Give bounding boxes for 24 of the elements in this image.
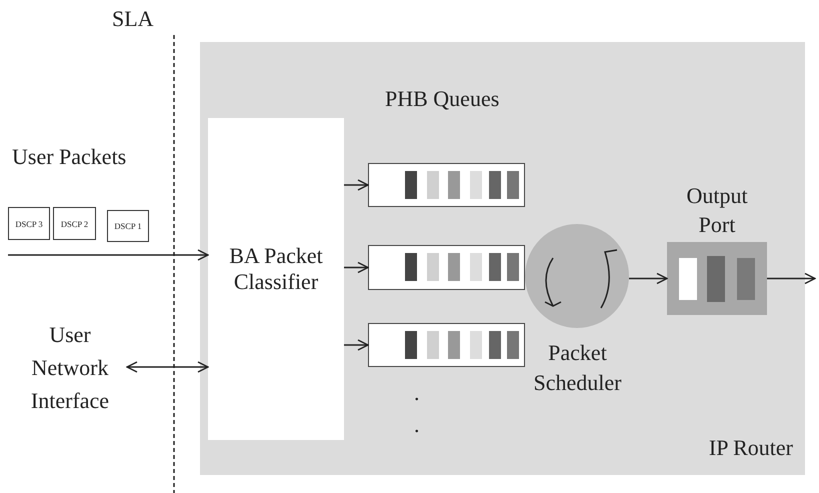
ellipsis-dot: . bbox=[414, 380, 420, 406]
arrow bbox=[8, 249, 209, 261]
packets-label: User Packets bbox=[12, 144, 126, 170]
queue-box bbox=[368, 245, 525, 290]
packet-box: DSCP 2 bbox=[53, 207, 96, 240]
router-panel bbox=[200, 42, 805, 475]
classifier-box: BA Packet Classifier bbox=[208, 118, 344, 440]
arrow bbox=[126, 361, 209, 373]
queue-box bbox=[368, 323, 525, 367]
ellipsis-dot: . bbox=[414, 412, 420, 438]
scheduler-label: Packet Scheduler bbox=[532, 339, 622, 397]
interface-label: User Network Interface bbox=[15, 318, 125, 418]
arrow bbox=[344, 179, 369, 191]
queues-label: PHB Queues bbox=[385, 86, 500, 112]
packet-box: DSCP 3 bbox=[8, 207, 50, 240]
router-label: IP Router bbox=[708, 435, 793, 461]
arrow bbox=[344, 339, 369, 351]
arrow bbox=[344, 262, 369, 274]
port-label: Output Port bbox=[685, 182, 749, 239]
arrow bbox=[629, 272, 668, 284]
sla-label: SLA bbox=[112, 6, 154, 32]
queue-box bbox=[368, 163, 525, 207]
packet-box: DSCP 1 bbox=[107, 210, 149, 242]
arrow bbox=[767, 272, 816, 284]
